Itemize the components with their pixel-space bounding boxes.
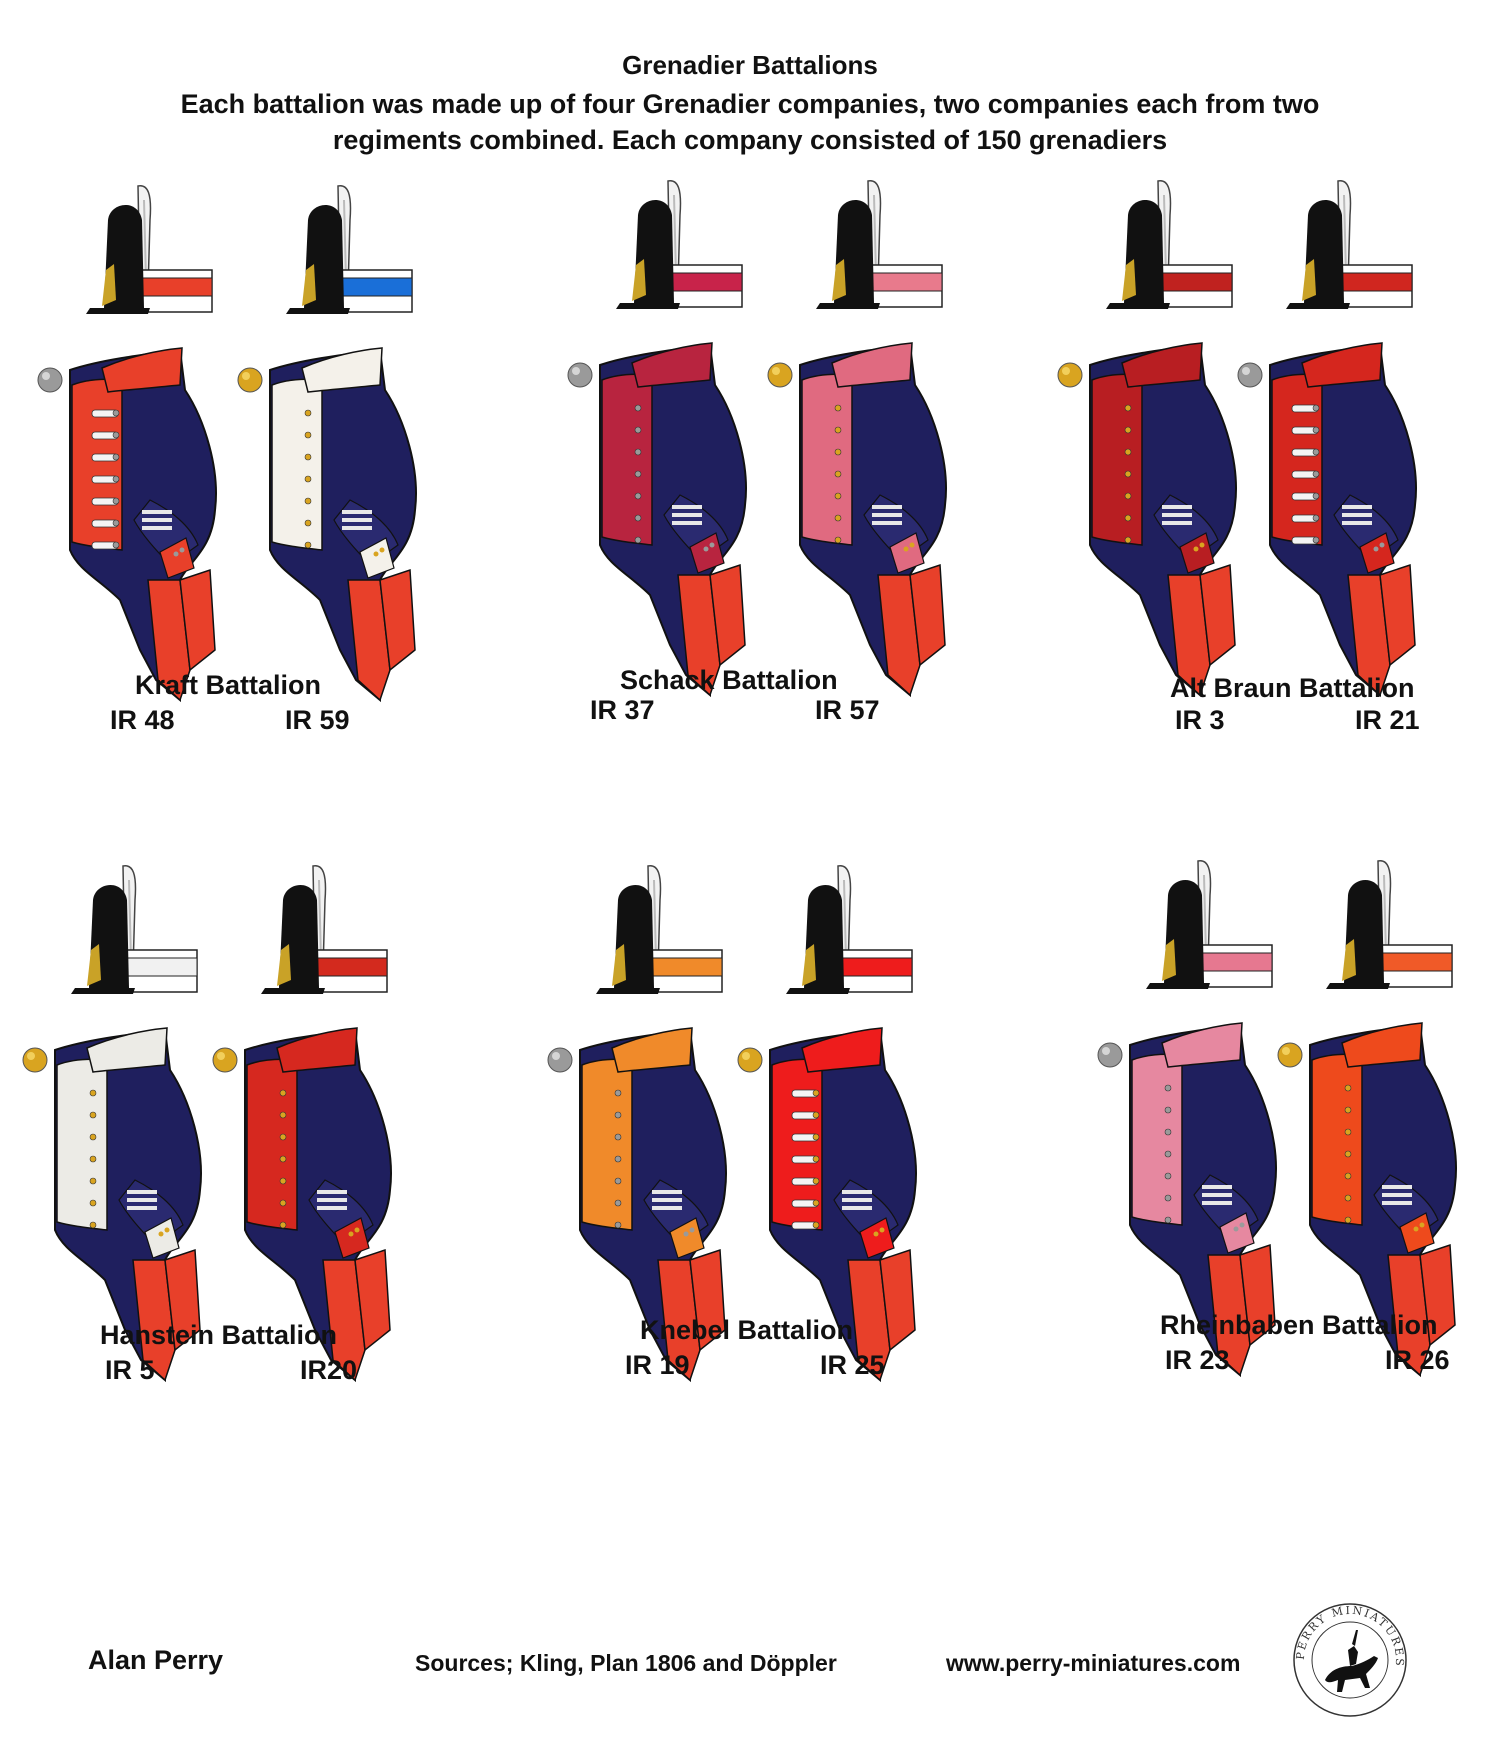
uniform-coat xyxy=(69,347,217,703)
regiment-label: IR 23 xyxy=(1165,1345,1230,1375)
gold-button-icon xyxy=(212,1047,238,1073)
gold-button-icon xyxy=(1277,1042,1303,1068)
regiment-label: IR 25 xyxy=(820,1350,885,1380)
regiment-label: IR 26 xyxy=(1385,1345,1450,1375)
uniform-figure-ir-48 xyxy=(30,180,250,740)
grenadier-cap-icon xyxy=(816,180,943,309)
battalion-plate-rheinbaben: Rheinbaben Battalion IR 23 IR 26 xyxy=(1090,860,1500,1515)
uniform-coat xyxy=(1089,342,1237,698)
gold-button-icon xyxy=(237,367,263,393)
uniform-coat xyxy=(579,1027,727,1383)
gold-button-icon xyxy=(737,1047,763,1073)
subtitle-line-2: regiments combined. Each company consist… xyxy=(332,125,1168,155)
subtitle-line-1: Each battalion was made up of four Grena… xyxy=(180,89,1320,119)
perry-miniatures-logo: PERRY MINIATURES xyxy=(1293,1603,1407,1717)
grenadier-cap-icon xyxy=(596,865,723,994)
silver-button-icon xyxy=(37,367,63,393)
uniform-figure-ir-3 xyxy=(1050,175,1270,735)
uniform-coat xyxy=(769,1027,917,1383)
grenadier-cap-icon xyxy=(261,865,388,994)
grenadier-cap-icon xyxy=(286,185,413,314)
uniform-coat xyxy=(1309,1022,1457,1378)
uniform-coat xyxy=(244,1027,392,1383)
battalion-name: Hanstein Battalion xyxy=(100,1320,338,1350)
regiment-label: IR 57 xyxy=(815,695,880,725)
grenadier-cap-icon xyxy=(71,865,198,994)
regiment-label: IR 48 xyxy=(110,705,175,735)
regiment-label: IR20 xyxy=(300,1355,358,1385)
author-credit: Alan Perry xyxy=(88,1645,224,1675)
silver-button-icon xyxy=(1097,1042,1123,1068)
uniform-figure-ir-37 xyxy=(560,175,780,735)
uniform-figure-ir-19 xyxy=(540,860,760,1420)
regiment-label: IR 21 xyxy=(1355,705,1420,735)
silver-button-icon xyxy=(567,362,593,388)
sources-credit: Sources; Kling, Plan 1806 and Döppler xyxy=(415,1650,837,1676)
uniform-coat xyxy=(599,342,747,698)
page-title: Grenadier Battalions xyxy=(622,50,878,80)
uniform-coat xyxy=(54,1027,202,1383)
battalion-plate-hanstein: Hanstein Battalion IR 5 IR20 xyxy=(15,865,515,1520)
regiment-label: IR 19 xyxy=(625,1350,690,1380)
uniform-figure-ir-5 xyxy=(15,860,235,1420)
uniform-figure-ir-57 xyxy=(760,175,980,735)
page-subtitle: Each battalion was made up of four Grena… xyxy=(0,86,1500,158)
regiment-label: IR 3 xyxy=(1175,705,1225,735)
battalion-name: Knebel Battalion xyxy=(640,1315,854,1345)
grenadier-cap-icon xyxy=(1106,180,1233,309)
battalion-plate-knebel: Knebel Battalion IR 19 IR 25 xyxy=(540,865,1040,1520)
grenadier-cap-icon xyxy=(1286,180,1413,309)
silver-button-icon xyxy=(547,1047,573,1073)
grenadier-cap-icon xyxy=(1326,860,1453,989)
battalion-name: Alt Braun Battalion xyxy=(1170,673,1415,703)
gold-button-icon xyxy=(767,362,793,388)
uniform-coat xyxy=(799,342,947,698)
gold-button-icon xyxy=(22,1047,48,1073)
website-link[interactable]: www.perry-miniatures.com xyxy=(946,1650,1241,1676)
uniform-figure-ir-21 xyxy=(1230,175,1450,735)
uniform-figure-ir20 xyxy=(205,860,425,1420)
silver-button-icon xyxy=(1237,362,1263,388)
regiment-label: IR 5 xyxy=(105,1355,155,1385)
regiment-label: IR 37 xyxy=(590,695,655,725)
uniform-coat xyxy=(269,347,417,703)
horseman-icon xyxy=(1325,1630,1378,1692)
regiment-label: IR 59 xyxy=(285,705,350,735)
uniform-figure-ir-59 xyxy=(230,180,450,740)
gold-button-icon xyxy=(1057,362,1083,388)
battalion-name: Schack Battalion xyxy=(620,665,838,695)
uniform-figure-ir-25 xyxy=(730,860,950,1420)
battalion-name: Kraft Battalion xyxy=(135,670,322,700)
uniform-figure-ir-23 xyxy=(1090,855,1310,1415)
grenadier-cap-icon xyxy=(86,185,213,314)
grenadier-cap-icon xyxy=(786,865,913,994)
battalion-name: Rheinbaben Battalion xyxy=(1160,1310,1438,1340)
uniform-coat xyxy=(1129,1022,1277,1378)
grenadier-cap-icon xyxy=(616,180,743,309)
grenadier-cap-icon xyxy=(1146,860,1273,989)
uniform-coat xyxy=(1269,342,1417,698)
uniform-figure-ir-26 xyxy=(1270,855,1490,1415)
battalion-plate-kraft: Kraft Battalion IR 48 IR 59 xyxy=(30,185,530,840)
